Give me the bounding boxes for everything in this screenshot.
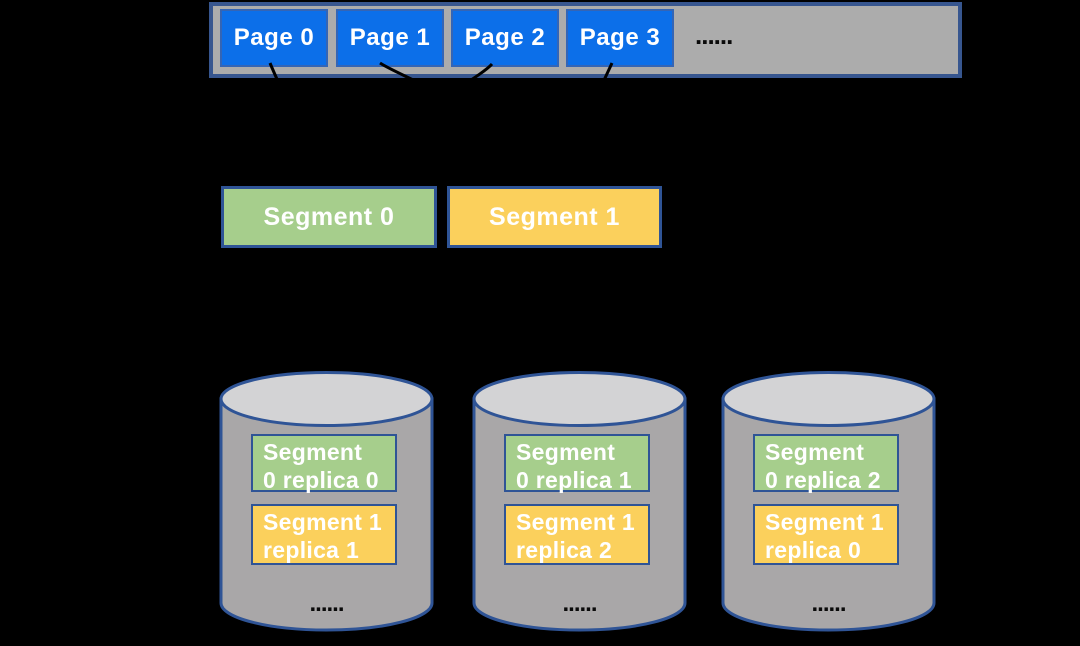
more-replicas-ellipsis: ...... — [811, 590, 846, 617]
replica-label-line: replica 1 — [263, 537, 360, 563]
storage-node-2: Segment 0 replica 2 Segment 1 replica 0 … — [721, 370, 936, 638]
segment-0-replica-box: Segment 0 replica 1 — [504, 434, 650, 493]
segment-0-replica-box: Segment 0 replica 2 — [753, 434, 899, 493]
segment-0-label: Segment 0 — [263, 202, 395, 231]
connector-page0-segment0 — [268, 62, 326, 186]
more-replicas-ellipsis: ...... — [309, 590, 344, 617]
segment-1-replica-box: Segment 1 replica 0 — [753, 504, 899, 565]
segment-1-replica-box: Segment 1 replica 2 — [504, 504, 650, 565]
more-replicas-ellipsis: ...... — [562, 590, 597, 617]
page-box-1: Page 1 — [336, 9, 444, 67]
page-bar: Page 0 Page 1 Page 2 Page 3 ...... — [209, 2, 962, 78]
replica-label-line: Segment 1 — [765, 509, 885, 535]
replica-label-line: Segment 1 — [516, 509, 636, 535]
page-box-0: Page 0 — [220, 9, 328, 67]
page-2-label: Page 2 — [464, 24, 546, 51]
replica-label-line: 0 replica 1 — [516, 467, 632, 493]
segment-0-replica-box: Segment 0 replica 0 — [251, 434, 397, 493]
page-3-label: Page 3 — [579, 24, 661, 51]
page-box-3: Page 3 — [566, 9, 674, 67]
segment-1-label: Segment 1 — [489, 202, 620, 231]
replica-label-line: replica 2 — [516, 537, 613, 563]
segment-1-box: Segment 1 — [447, 186, 662, 248]
page-1-label: Page 1 — [349, 24, 431, 51]
more-pages-ellipsis: ...... — [695, 20, 733, 50]
replica-label-line: 0 replica 0 — [263, 467, 379, 493]
replica-label-line: replica 0 — [765, 537, 862, 563]
connector-page1-segment1 — [379, 61, 554, 186]
page-box-2: Page 2 — [451, 9, 559, 67]
segment-1-replica-box: Segment 1 replica 1 — [251, 504, 397, 565]
replica-label-line: Segment — [263, 439, 363, 465]
connector-page3-segment1 — [560, 62, 614, 186]
replica-label-line: Segment — [765, 439, 865, 465]
replica-label-line: Segment — [516, 439, 616, 465]
connector-page2-segment0 — [333, 62, 494, 187]
storage-node-1: Segment 0 replica 1 Segment 1 replica 2 … — [472, 370, 687, 638]
page-0-label: Page 0 — [233, 24, 315, 51]
replica-label-line: 0 replica 2 — [765, 467, 881, 493]
storage-node-0: Segment 0 replica 0 Segment 1 replica 1 … — [219, 370, 434, 638]
segment-0-box: Segment 0 — [221, 186, 437, 248]
replica-label-line: Segment 1 — [263, 509, 383, 535]
